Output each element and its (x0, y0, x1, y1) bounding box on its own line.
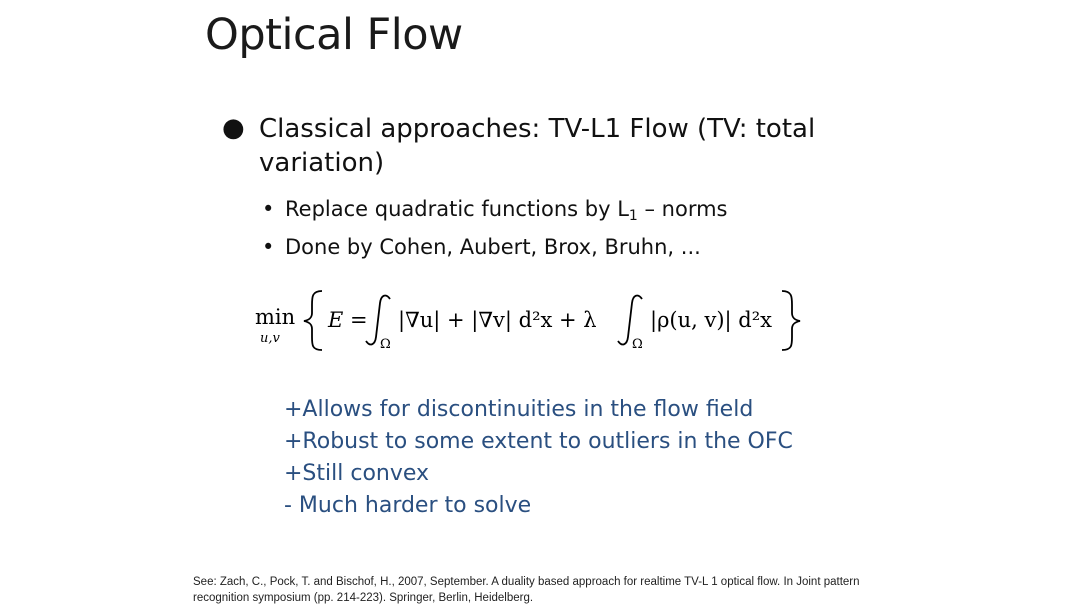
reference-line-1: See: Zach, C., Pock, T. and Bischof, H.,… (193, 576, 860, 588)
formula-term-1: |∇u| + |∇v| d²x + λ (398, 308, 597, 333)
bullet-dot-icon: • (262, 197, 275, 221)
bullet-dot-icon: • (262, 235, 275, 259)
formula-min-subscript: u,v (260, 331, 281, 346)
integral-sign-icon (365, 294, 391, 346)
formula-term-2: |ρ(u, v)| d²x (650, 308, 772, 333)
integral-domain-2: Ω (632, 337, 643, 352)
bullet-dot-icon: ● (222, 113, 245, 143)
formula-lhs: E = (327, 308, 368, 332)
pros-cons-list: +Allows for discontinuities in the flow … (284, 394, 793, 522)
left-brace (303, 290, 323, 351)
slide-title: Optical Flow (205, 10, 463, 60)
sub-bullet-1-prefix: Replace quadratic functions by L (285, 197, 629, 221)
formula-min: min (255, 305, 295, 329)
pros-cons-item: +Still convex (284, 461, 430, 486)
tv-l1-energy-formula: min u,v E = Ω |∇u| + |∇v| d²x + λ Ω |ρ(u… (250, 285, 810, 355)
integral-sign-icon (617, 294, 643, 346)
main-bullet-text: Classical approaches: TV-L1 Flow (TV: to… (259, 114, 816, 178)
reference-citation: See: Zach, C., Pock, T. and Bischof, H.,… (193, 574, 953, 606)
right-brace (781, 290, 801, 351)
sub-bullet-2-text: Done by Cohen, Aubert, Brox, Bruhn, ... (285, 235, 701, 259)
pros-cons-item: - Much harder to solve (284, 493, 532, 518)
sub-bullet-1-suffix: – norms (637, 197, 728, 221)
pros-cons-item: +Robust to some extent to outliers in th… (284, 429, 793, 454)
pros-cons-item: +Allows for discontinuities in the flow … (284, 397, 754, 422)
reference-line-2: recognition symposium (pp. 214-223). Spr… (193, 592, 534, 604)
sub-bullet-1-subscript: 1 (628, 208, 638, 224)
integral-domain-1: Ω (380, 337, 391, 352)
